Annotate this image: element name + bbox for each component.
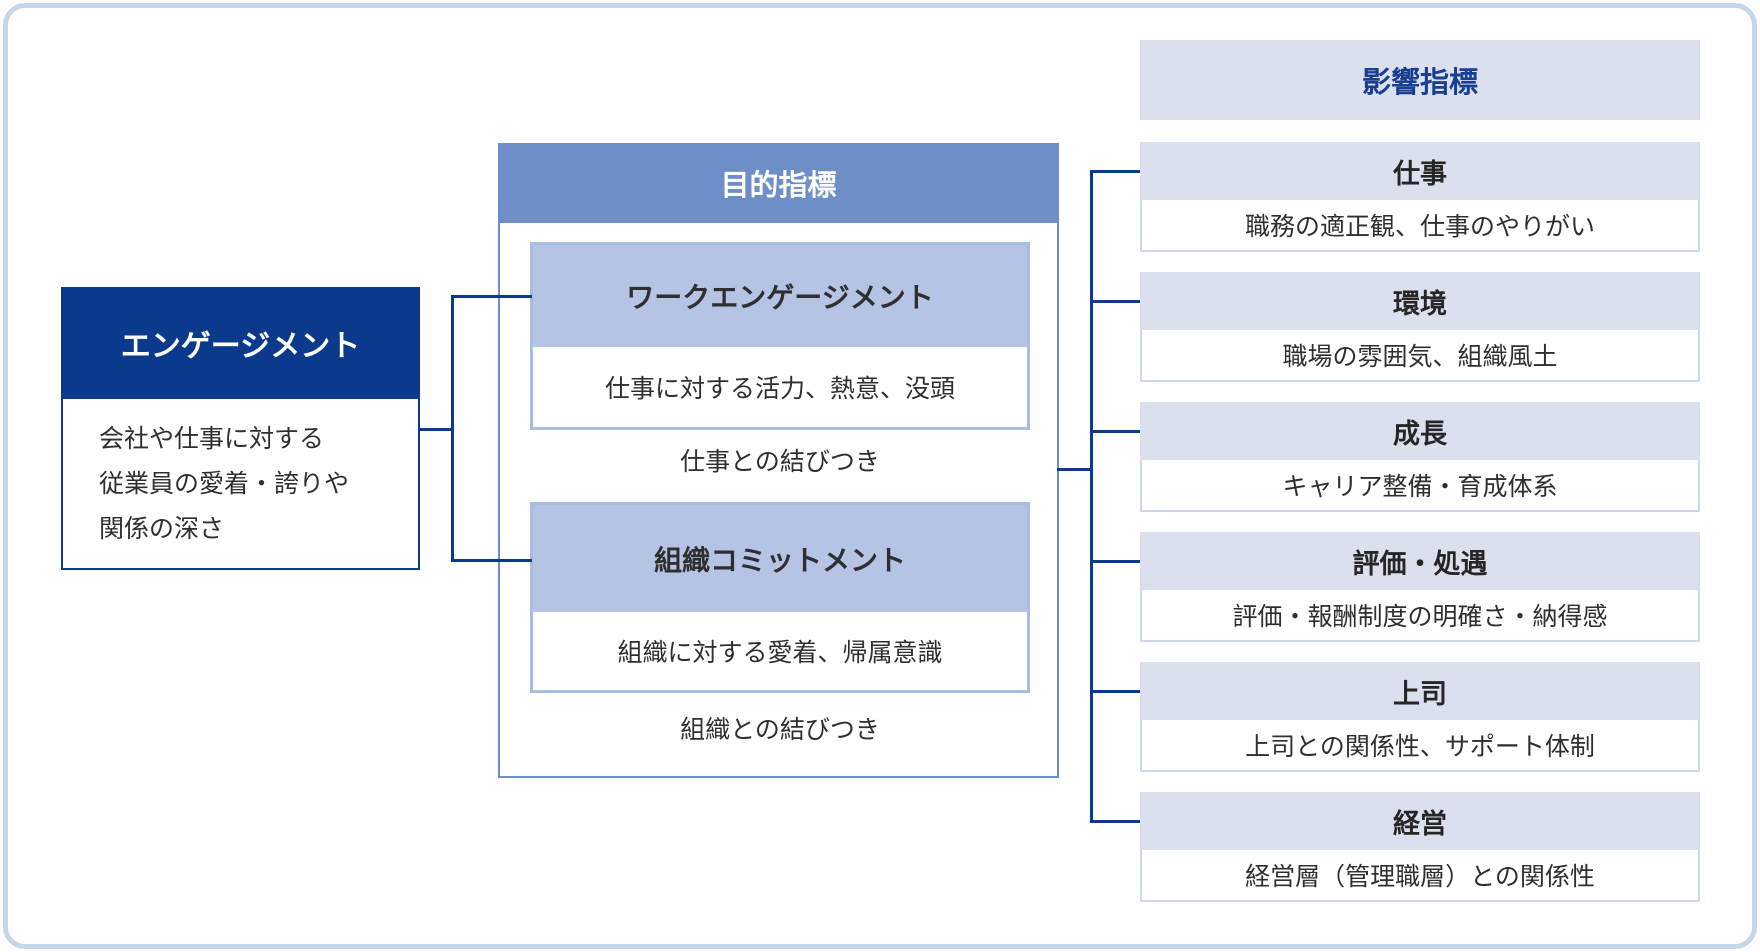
impact-item-growth-label: 成長 — [1140, 402, 1700, 460]
impact-item-management-detail: 経営層（管理職層）との関係性 — [1140, 850, 1700, 902]
connector-branch-environment — [1090, 300, 1140, 303]
org-commitment-caption: 組織との結びつき — [680, 715, 880, 744]
impact-item-boss-label: 上司 — [1140, 662, 1700, 720]
connector-engagement-to-bracket — [419, 428, 453, 431]
connector-branch-growth — [1090, 430, 1140, 433]
connector-branch-management — [1090, 820, 1140, 823]
engagement-box-description: 会社や仕事に対する 従業員の愛着・誇りや 関係の深さ — [99, 424, 350, 543]
impact-item-environment: 環境 職場の雰囲気、組織風土 — [1140, 272, 1700, 382]
impact-item-evaluation-label: 評価・処遇 — [1140, 532, 1700, 590]
impact-item-growth-detail: キャリア整備・育成体系 — [1140, 460, 1700, 512]
impact-item-evaluation-detail: 評価・報酬制度の明確さ・納得感 — [1140, 590, 1700, 642]
org-commitment-box: 組織コミットメント 組織に対する愛着、帰属意識 — [530, 502, 1030, 693]
page-frame — [3, 3, 1757, 949]
purpose-indicators-title: 目的指標 — [498, 143, 1059, 223]
engagement-box-title: エンゲージメント — [61, 287, 420, 399]
impact-item-environment-detail: 職場の雰囲気、組織風土 — [1140, 330, 1700, 382]
impact-item-evaluation: 評価・処遇 評価・報酬制度の明確さ・納得感 — [1140, 532, 1700, 642]
connector-right-bracket — [1090, 170, 1093, 823]
connector-branch-work — [1090, 170, 1140, 173]
work-engagement-detail: 仕事に対する活力、熱意、没頭 — [604, 374, 955, 403]
impact-item-environment-label: 環境 — [1140, 272, 1700, 330]
impact-item-growth: 成長 キャリア整備・育成体系 — [1140, 402, 1700, 512]
work-engagement-title: ワークエンゲージメント — [533, 245, 1027, 347]
impact-item-management-label: 経営 — [1140, 792, 1700, 850]
impact-item-management: 経営 経営層（管理職層）との関係性 — [1140, 792, 1700, 902]
impact-item-work-detail: 職務の適正観、仕事のやりがい — [1140, 200, 1700, 252]
impact-item-work: 仕事 職務の適正観、仕事のやりがい — [1140, 142, 1700, 252]
connector-branch-evaluation — [1090, 560, 1140, 563]
org-commitment-detail: 組織に対する愛着、帰属意識 — [617, 638, 943, 667]
impact-indicators-title: 影響指標 — [1140, 40, 1700, 120]
work-engagement-caption: 仕事との結びつき — [680, 447, 880, 476]
connector-left-stub-top — [451, 295, 532, 298]
impact-item-work-label: 仕事 — [1140, 142, 1700, 200]
connector-left-bracket — [451, 295, 454, 562]
connector-left-stub-bottom — [451, 559, 532, 562]
work-engagement-box: ワークエンゲージメント 仕事に対する活力、熱意、没頭 — [530, 242, 1030, 430]
org-commitment-title: 組織コミットメント — [533, 505, 1027, 612]
connector-branch-boss — [1090, 690, 1140, 693]
impact-item-boss: 上司 上司との関係性、サポート体制 — [1140, 662, 1700, 772]
connector-purpose-to-bracket — [1057, 468, 1093, 471]
impact-item-boss-detail: 上司との関係性、サポート体制 — [1140, 720, 1700, 772]
